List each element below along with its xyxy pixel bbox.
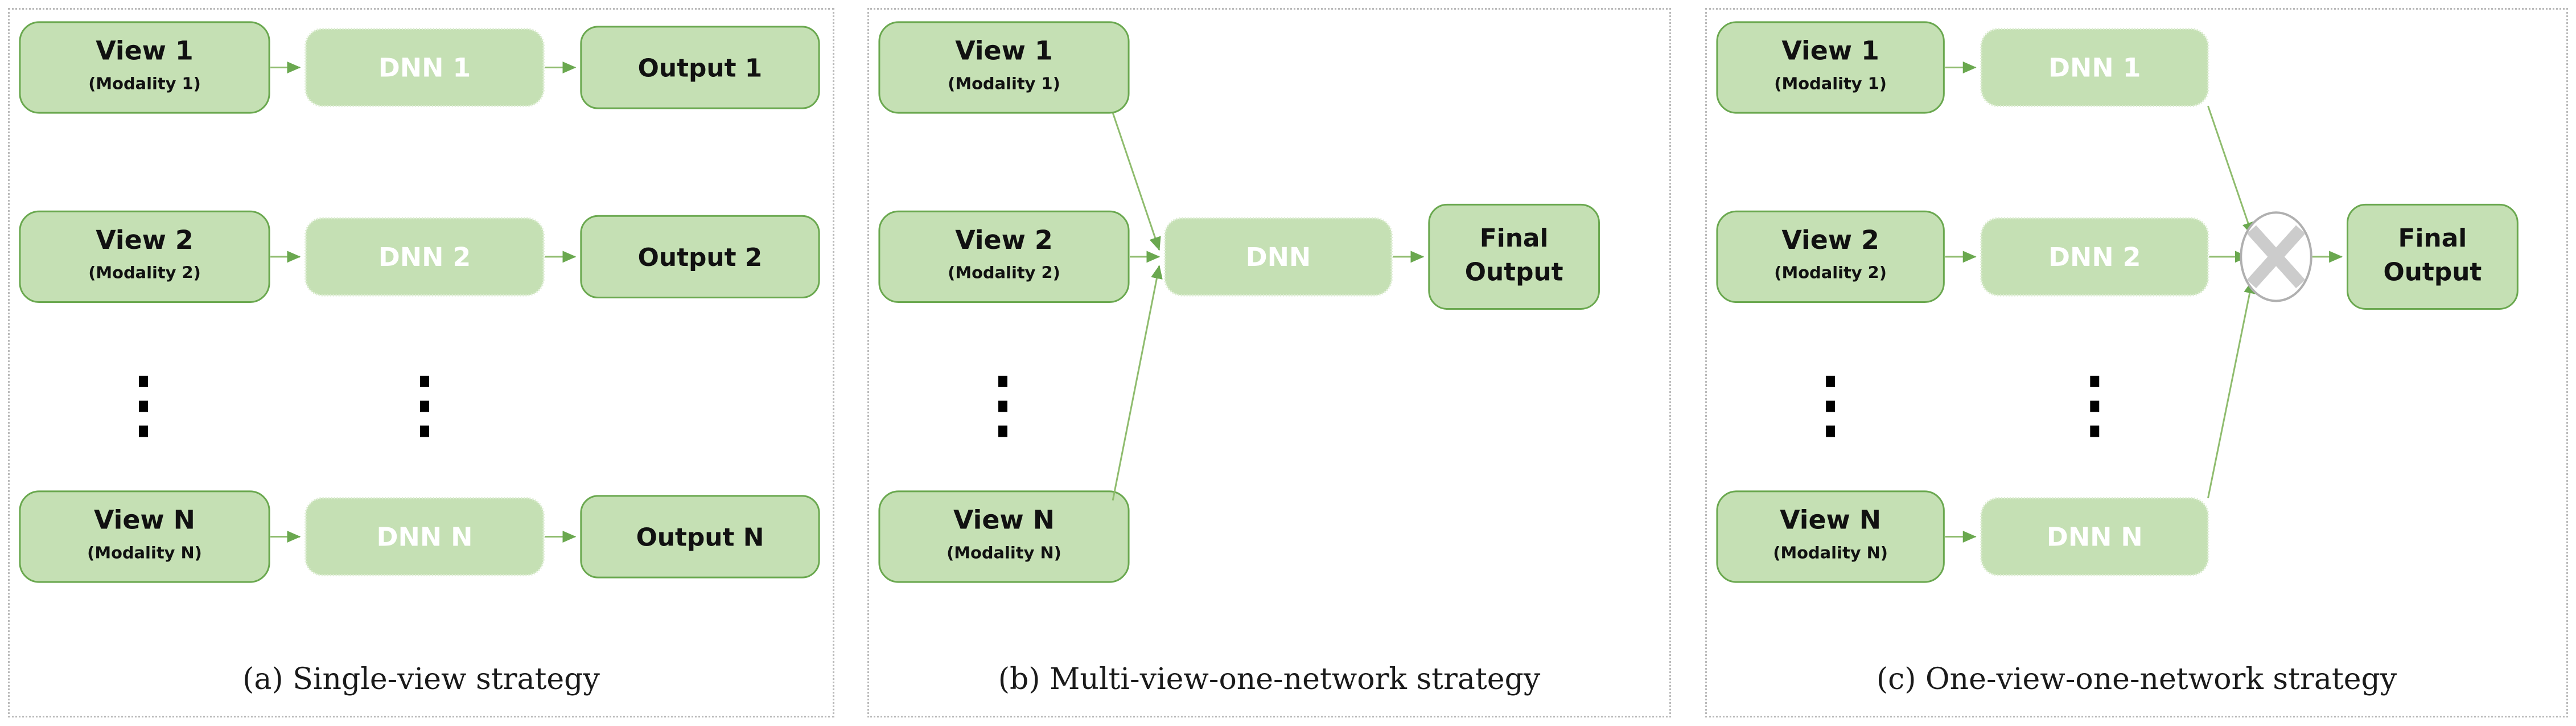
view-box[interactable]	[1716, 21, 1945, 114]
panel-caption: (c) One-view-one-network strategy	[1876, 662, 2397, 696]
dnn-label: DNN 1	[2048, 52, 2141, 83]
final-output-box[interactable]	[2347, 203, 2519, 310]
vertical-ellipsis-icon	[2090, 375, 2100, 437]
panel-single-view-strategy: View 1 (Modality 1) DNN 1 Output 1 View …	[8, 8, 834, 717]
panel-multi-view-one-network-strategy: View 1 (Modality 1) View 2 (Modality 2) …	[867, 8, 1671, 717]
view-subtitle: (Modality 1)	[88, 73, 201, 93]
view-box[interactable]	[878, 490, 1130, 583]
view-title: View 2	[96, 224, 194, 255]
view-subtitle: (Modality 2)	[948, 263, 1060, 282]
connector-dnn1-to-fusion	[2207, 105, 2254, 236]
connector-view1-to-dnn	[1112, 112, 1161, 251]
panel-a-diagram: View 1 (Modality 1) DNN 1 Output 1 View …	[19, 21, 820, 583]
vertical-ellipsis-icon	[420, 375, 429, 437]
view-title: View 1	[1781, 35, 1879, 66]
view-title: View 1	[96, 35, 194, 66]
final-output-box[interactable]	[1428, 203, 1600, 310]
view-box[interactable]	[19, 21, 270, 114]
dnn-label: DNN	[1246, 241, 1311, 272]
vertical-ellipsis-icon	[998, 375, 1007, 437]
output-box[interactable]	[580, 26, 820, 109]
final-output-label-line1: Final	[2398, 224, 2467, 253]
multiply-cross-icon	[2246, 225, 2306, 289]
view-title: View 1	[955, 35, 1053, 66]
output-box[interactable]	[580, 215, 820, 299]
panel-caption: (b) Multi-view-one-network strategy	[998, 662, 1541, 696]
view-title: View N	[953, 504, 1055, 535]
vertical-ellipsis-icon	[1826, 375, 1836, 437]
view-box[interactable]	[1716, 210, 1945, 303]
dnn-box[interactable]	[1163, 217, 1393, 297]
dnn-label: DNN N	[2047, 521, 2143, 552]
panel-b-diagram: View 1 (Modality 1) View 2 (Modality 2) …	[878, 21, 1600, 583]
view-box[interactable]	[19, 210, 270, 303]
dnn-box[interactable]	[1980, 217, 2209, 297]
dnn-box[interactable]	[304, 497, 545, 577]
final-output-label-line1: Final	[1480, 224, 1549, 253]
view-subtitle: (Modality N)	[1773, 543, 1888, 562]
view-title: View N	[94, 504, 195, 535]
view-title: View N	[1780, 504, 1881, 535]
dnn-label: DNN 2	[378, 241, 471, 272]
panel-caption: (a) Single-view strategy	[242, 662, 600, 696]
view-subtitle: (Modality 2)	[1774, 263, 1887, 282]
dnn-box[interactable]	[1980, 27, 2209, 108]
view-title: View 2	[1781, 224, 1879, 255]
view-title: View 2	[955, 224, 1053, 255]
view-box[interactable]	[878, 21, 1130, 114]
final-output-label-line2: Output	[2383, 258, 2482, 287]
panel-one-view-one-network-strategy: View 1 (Modality 1) DNN 1 View 2 (Modali…	[1705, 8, 2568, 717]
dnn-label: DNN 1	[378, 52, 471, 83]
view-subtitle: (Modality N)	[87, 543, 202, 562]
dnn-label: DNN N	[377, 521, 473, 552]
connector-dnnN-to-fusion	[2207, 280, 2256, 499]
output-label: Output 2	[638, 243, 763, 272]
dnn-box[interactable]	[304, 27, 545, 108]
output-box[interactable]	[580, 495, 820, 579]
view-subtitle: (Modality 1)	[948, 73, 1060, 93]
connector-viewN-to-dnn	[1112, 265, 1163, 501]
view-box[interactable]	[19, 490, 270, 583]
view-subtitle: (Modality 1)	[1774, 73, 1887, 93]
vertical-ellipsis-icon	[139, 375, 148, 437]
output-label: Output N	[636, 523, 764, 552]
dnn-box[interactable]	[304, 217, 545, 297]
panel-c-diagram: View 1 (Modality 1) DNN 1 View 2 (Modali…	[1716, 21, 2519, 583]
output-label: Output 1	[638, 54, 763, 83]
view-subtitle: (Modality 2)	[88, 263, 201, 282]
dnn-box[interactable]	[1980, 497, 2209, 577]
view-box[interactable]	[878, 210, 1130, 303]
view-subtitle: (Modality N)	[947, 543, 1061, 562]
final-output-label-line2: Output	[1465, 258, 1563, 287]
dnn-label: DNN 2	[2048, 241, 2141, 272]
view-box[interactable]	[1716, 490, 1945, 583]
